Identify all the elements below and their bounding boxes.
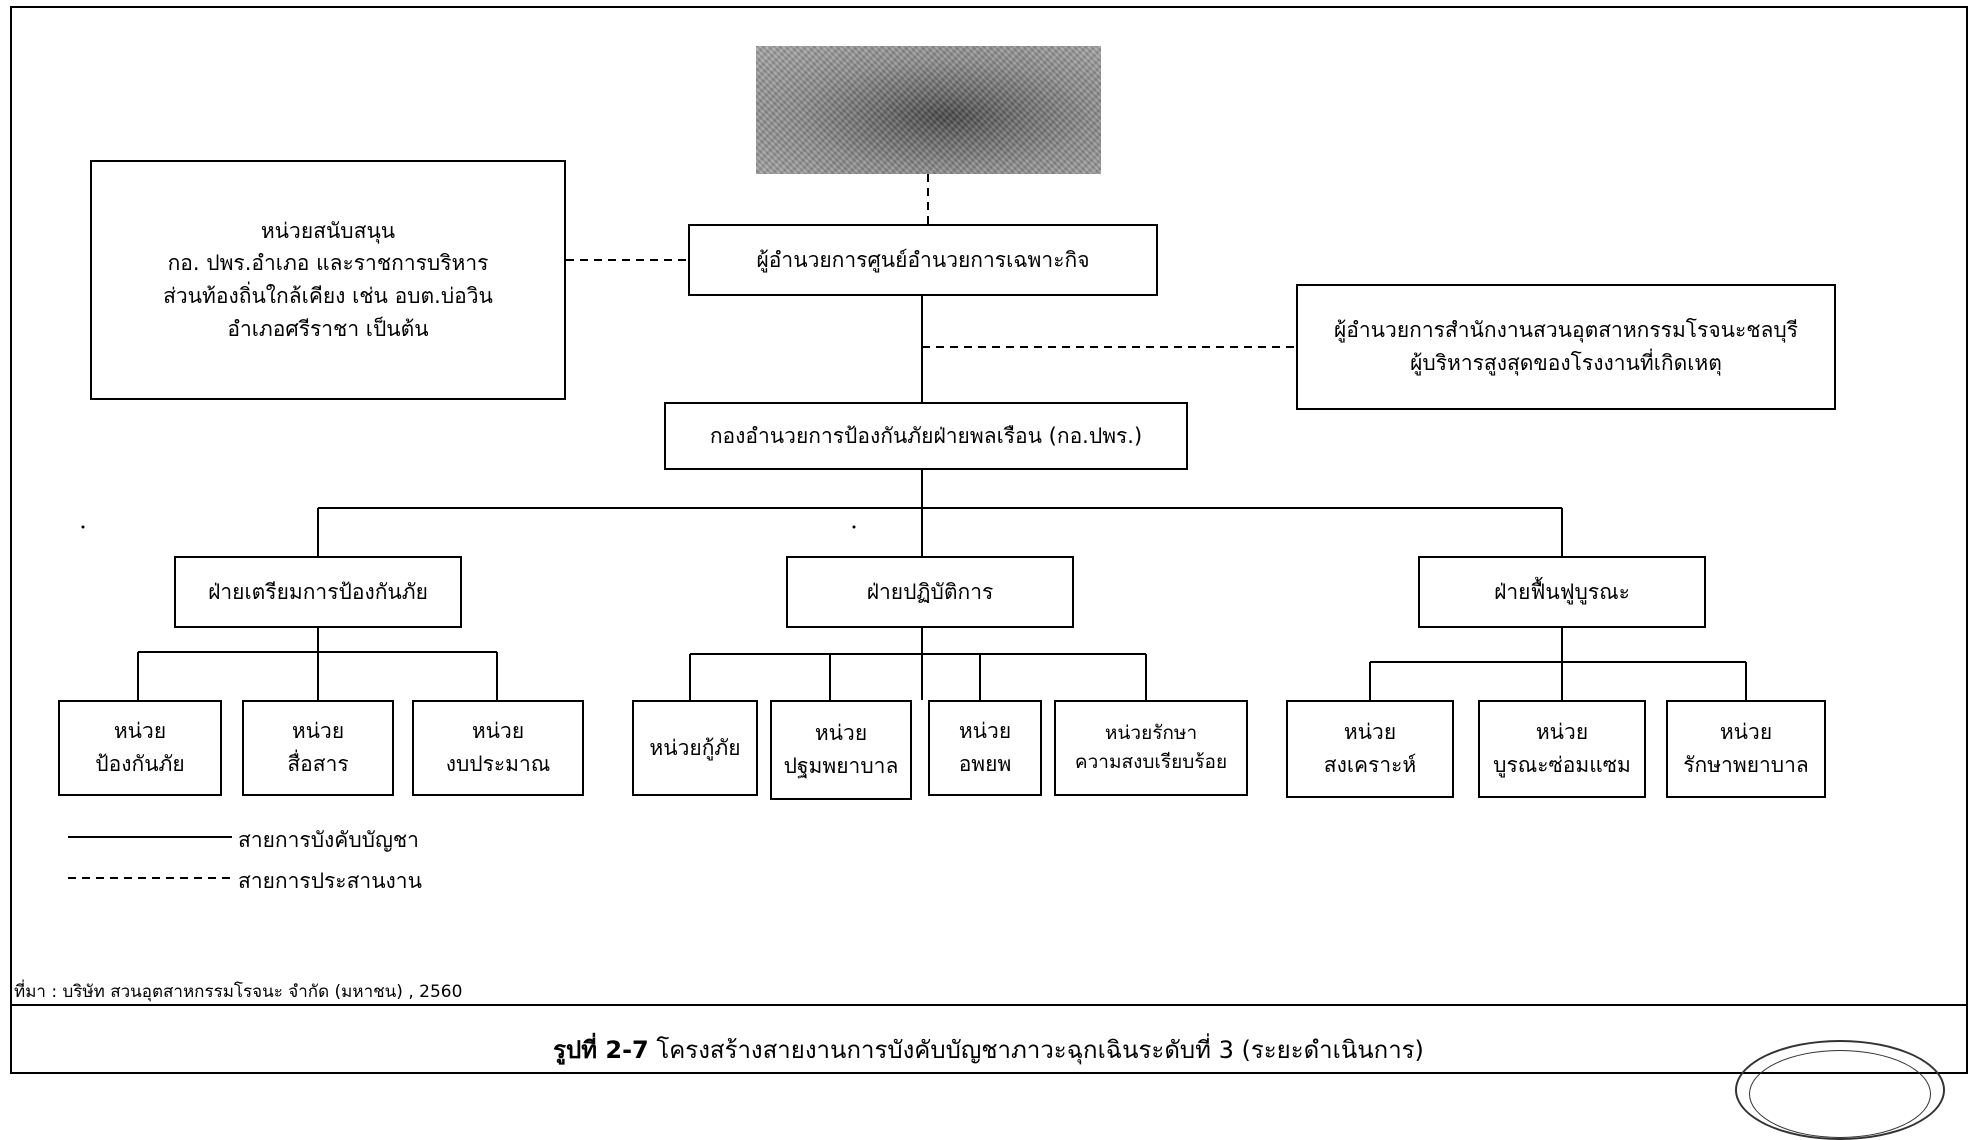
unit-box: หน่วย สื่อสาร <box>242 700 394 796</box>
unit-box: หน่วย อพยพ <box>928 700 1042 796</box>
caption-divider <box>10 1004 1968 1006</box>
director-box: ผู้อำนวยการศูนย์อำนวยการเฉพาะกิจ <box>688 224 1158 296</box>
unit-box: หน่วยกู้ภัย <box>632 700 758 796</box>
unit-label: สงเคราะห์ <box>1323 753 1417 777</box>
figure-number: รูปที่ 2-7 <box>553 1036 649 1064</box>
figure-title: โครงสร้างสายงานการบังคับบัญชาภาวะฉุกเฉิน… <box>648 1036 1424 1064</box>
unit-box: หน่วย ป้องกันภัย <box>58 700 222 796</box>
unit-box: หน่วย บูรณะซ่อมแซม <box>1478 700 1646 798</box>
legend-solid-label: สายการบังคับบัญชา <box>238 828 419 852</box>
command-label: กองอำนวยการป้องกันภัยฝ่ายพลเรือน (กอ.ปพร… <box>709 423 1143 448</box>
unit-label: หน่วย <box>291 719 345 744</box>
unit-label: งบประมาณ <box>445 752 551 776</box>
seal-stamp <box>1735 1040 1945 1140</box>
unit-label: หน่วย <box>814 721 868 746</box>
blurred-photo <box>756 46 1101 174</box>
support-line-2: กอ. ปพร.อำเภอ และราชการบริหาร <box>167 251 489 276</box>
division-recovery-box: ฝ่ายฟื้นฟูบูรณะ <box>1418 556 1706 628</box>
unit-label: หน่วย <box>471 719 525 744</box>
estate-director-line-1: ผู้อำนวยการสำนักงานสวนอุตสาหกรรมโรจนะชลบ… <box>1333 318 1799 343</box>
unit-label: ความสงบเรียบร้อย <box>1074 751 1228 773</box>
unit-box: หน่วยรักษา ความสงบเรียบร้อย <box>1054 700 1248 796</box>
unit-label: บูรณะซ่อมแซม <box>1493 753 1631 777</box>
division-prevention-box: ฝ่ายเตรียมการป้องกันภัย <box>174 556 462 628</box>
command-box: กองอำนวยการป้องกันภัยฝ่ายพลเรือน (กอ.ปพร… <box>664 402 1188 470</box>
unit-label: รักษาพยาบาล <box>1683 753 1809 777</box>
support-line-3: ส่วนท้องถิ่นใกล้เคียง เช่น อบต.บ่อวิน <box>163 284 493 308</box>
legend-dashed-label: สายการประสานงาน <box>238 869 422 893</box>
unit-label: ปฐมพยาบาล <box>783 754 899 778</box>
division-label: ฝ่ายเตรียมการป้องกันภัย <box>208 579 428 604</box>
division-label: ฝ่ายฟื้นฟูบูรณะ <box>1494 579 1630 604</box>
unit-box: หน่วย ปฐมพยาบาล <box>770 700 912 800</box>
unit-label: หน่วย <box>1343 720 1397 745</box>
unit-label: หน่วยกู้ภัย <box>649 735 741 760</box>
connector-lines <box>68 174 1747 879</box>
support-line-1: หน่วยสนับสนุน <box>260 218 396 243</box>
estate-director-line-2: ผู้บริหารสูงสุดของโรงงานที่เกิดเหตุ <box>1410 351 1722 375</box>
figure-caption: รูปที่ 2-7 โครงสร้างสายงานการบังคับบัญชา… <box>0 1030 1977 1069</box>
unit-label: หน่วย <box>1719 720 1773 745</box>
director-label: ผู้อำนวยการศูนย์อำนวยการเฉพาะกิจ <box>756 247 1090 272</box>
unit-label: หน่วยรักษา <box>1104 721 1198 744</box>
support-unit-box: หน่วยสนับสนุน กอ. ปพร.อำเภอ และราชการบริ… <box>90 160 566 400</box>
figure-frame <box>10 6 1968 1074</box>
unit-label: หน่วย <box>958 719 1012 744</box>
unit-box: หน่วย งบประมาณ <box>412 700 584 796</box>
division-label: ฝ่ายปฏิบัติการ <box>866 579 994 604</box>
unit-label: สื่อสาร <box>287 752 349 776</box>
division-operations-box: ฝ่ายปฏิบัติการ <box>786 556 1074 628</box>
unit-box: หน่วย รักษาพยาบาล <box>1666 700 1826 798</box>
estate-director-box: ผู้อำนวยการสำนักงานสวนอุตสาหกรรมโรจนะชลบ… <box>1296 284 1836 410</box>
support-line-4: อำเภอศรีราชา เป็นต้น <box>227 316 429 341</box>
unit-box: หน่วย สงเคราะห์ <box>1286 700 1454 798</box>
unit-label: หน่วย <box>1535 720 1589 745</box>
unit-label: หน่วย <box>113 719 167 744</box>
source-note: ที่มา : บริษัท สวนอุตสาหกรรมโรจนะ จำกัด … <box>14 982 463 1002</box>
unit-label: อพยพ <box>958 752 1012 776</box>
unit-label: ป้องกันภัย <box>95 752 185 776</box>
